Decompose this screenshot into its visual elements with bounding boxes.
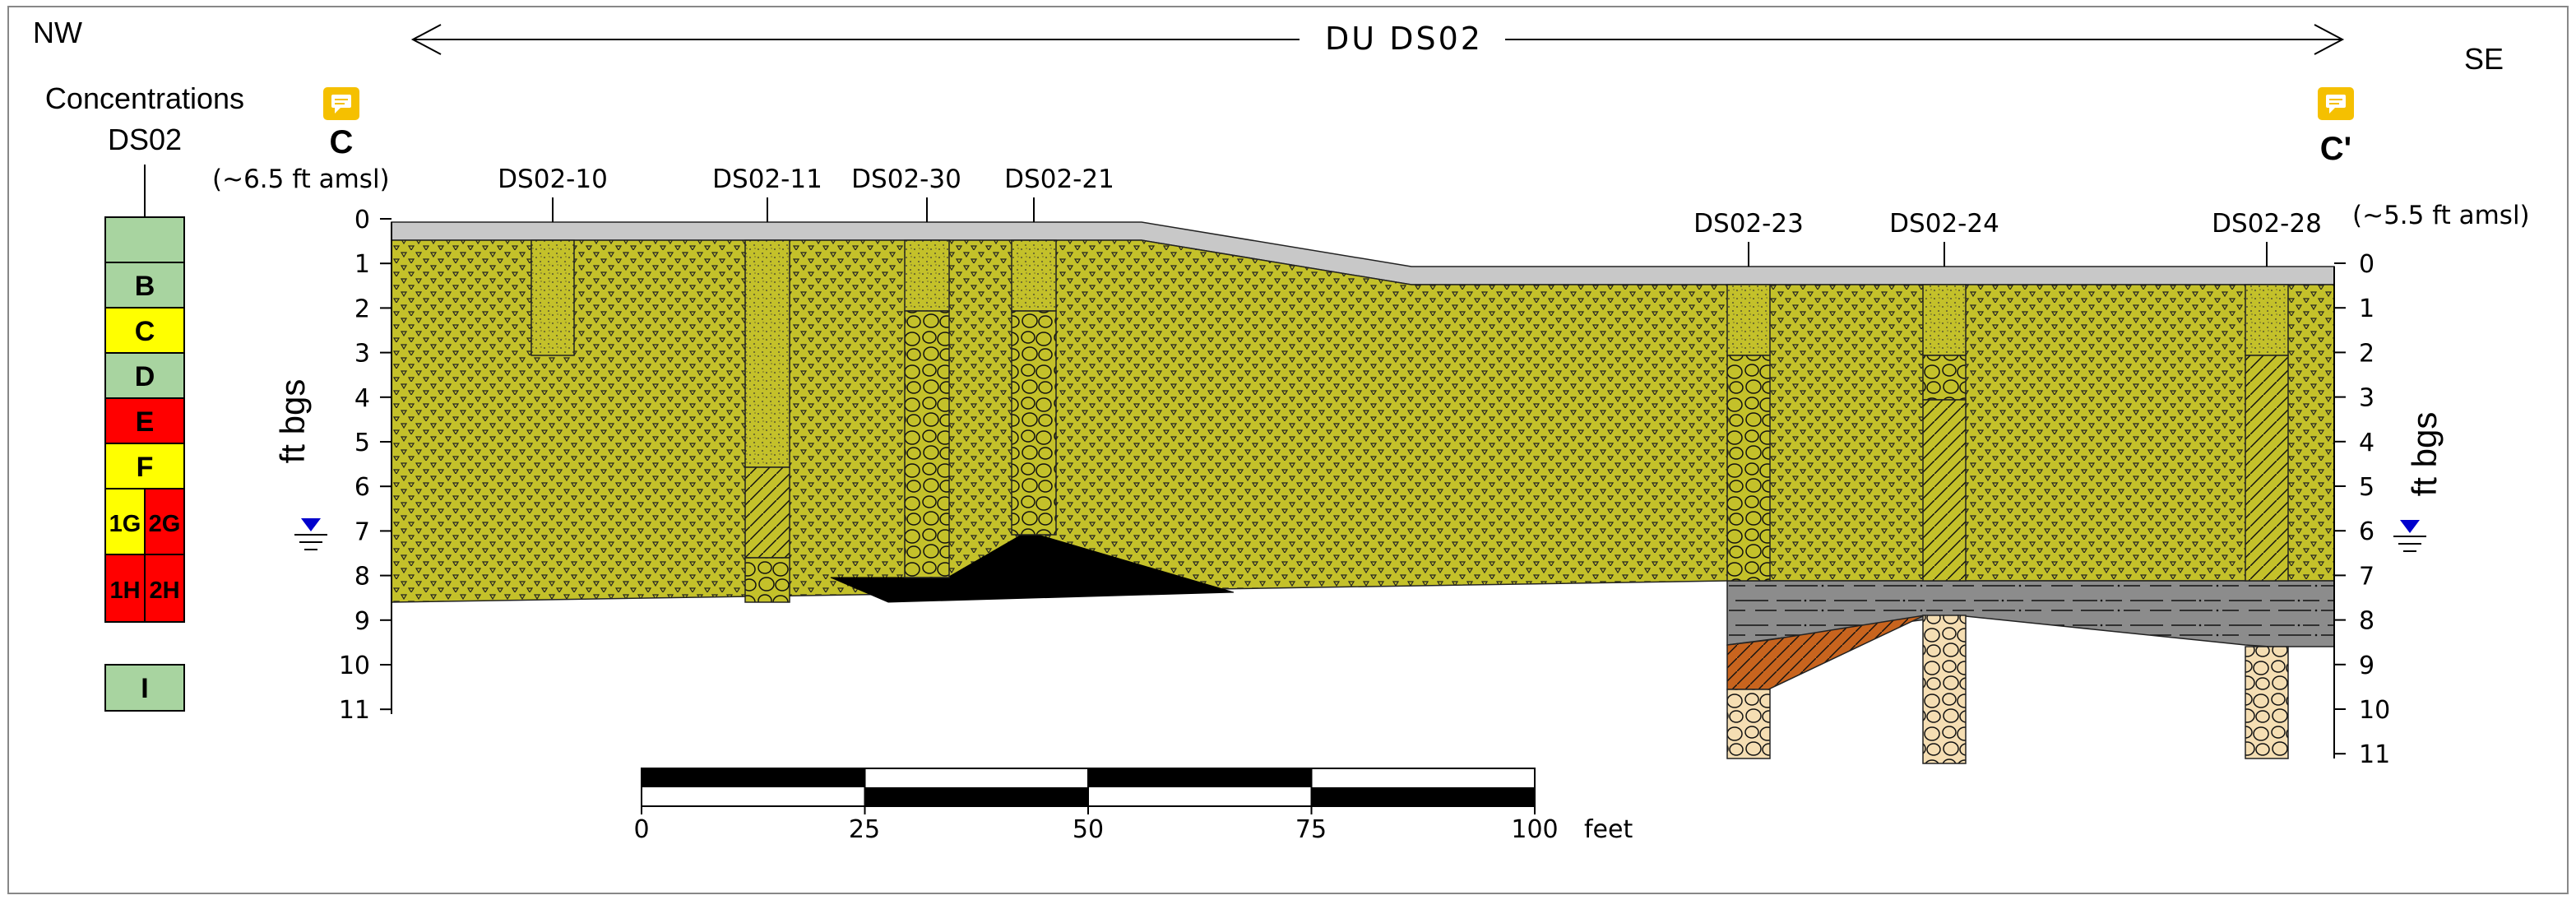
legend-label-f: F — [137, 452, 154, 483]
scale-label-25: 25 — [849, 815, 880, 844]
boring-ds02-24-column — [1922, 284, 1967, 764]
scale-label-100: 100 — [1511, 815, 1558, 844]
legend-swatch-2g — [144, 488, 185, 555]
orientation-right: SE — [2464, 42, 2504, 76]
brown-layer — [1726, 615, 1925, 690]
right-depth-axis-tick-label: 6 — [2359, 517, 2374, 546]
comment-icon[interactable] — [323, 87, 359, 120]
scale-label-75: 75 — [1295, 815, 1327, 844]
right-depth-axis-tick-label: 4 — [2359, 429, 2374, 457]
boring-ds02-10-column — [530, 239, 575, 356]
scale-label-0: 0 — [633, 815, 649, 844]
legend-label-e: E — [136, 406, 155, 438]
legend-label-2h: 2H — [149, 578, 179, 604]
left-depth-axis-tick-label: 8 — [354, 563, 370, 591]
boring-label-ds02-21: DS02-21 — [1004, 165, 1114, 194]
left-depth-axis-tick-label: 7 — [354, 517, 370, 546]
left-depth-axis: 0 1 2 3 4 5 6 7 8 9 10 11 — [339, 206, 392, 725]
left-depth-axis-tick-label: 0 — [354, 206, 370, 234]
legend-label-1g: 1G — [109, 511, 141, 537]
left-depth-axis-tick-label: 10 — [339, 652, 370, 680]
elevation-left: (~6.5 ft amsl) — [212, 165, 390, 194]
right-depth-axis-tick-label: 11 — [2359, 740, 2390, 769]
boring-label-ds02-11: DS02-11 — [712, 165, 822, 194]
legend-subtitle: DS02 — [108, 123, 182, 156]
right-depth-axis: 0 1 2 3 4 5 6 7 8 9 10 11 — [2333, 250, 2390, 769]
legend-swatch-a — [104, 216, 185, 263]
fill-layer — [391, 239, 2335, 603]
boring-label-ds02-24: DS02-24 — [1889, 209, 1999, 239]
left-depth-axis-tick-label: 9 — [354, 607, 370, 636]
elevation-right: (~5.5 ft amsl) — [2352, 201, 2530, 230]
boring-ds02-30-column — [904, 239, 950, 578]
water-table-icon — [2393, 520, 2426, 552]
right-depth-axis-tick-label: 0 — [2359, 250, 2374, 279]
boring-ds02-28-column — [2245, 284, 2289, 759]
legend-column: B C D E F 1G 2G 1H 2H I — [104, 216, 185, 712]
left-depth-axis-tick-label: 4 — [354, 384, 370, 413]
boring-label-ds02-28: DS02-28 — [2212, 209, 2322, 239]
boring-ds02-23-column — [1726, 284, 1771, 759]
left-axis-title: ft bgs — [273, 379, 312, 464]
right-axis-title: ft bgs — [2405, 412, 2444, 497]
section-start-label: C — [330, 124, 354, 160]
legend-swatch-f — [104, 443, 185, 489]
unit-extent-arrow — [410, 24, 2345, 55]
legend-swatch-d — [104, 352, 185, 399]
right-depth-axis-tick-label: 7 — [2359, 562, 2374, 591]
scale-label-50: 50 — [1073, 815, 1104, 844]
water-table-icon — [294, 518, 327, 550]
boring-label-ds02-30: DS02-30 — [851, 165, 961, 194]
right-depth-axis-tick-label: 9 — [2359, 652, 2374, 680]
orientation-left: NW — [33, 16, 82, 49]
legend-label-i: I — [141, 673, 148, 704]
right-depth-axis-tick-label: 2 — [2359, 339, 2374, 368]
right-depth-axis-tick-label: 1 — [2359, 295, 2374, 323]
figure-frame — [7, 6, 2569, 894]
scale-bar — [641, 768, 1536, 814]
unit-label: DU DS02 — [1325, 21, 1483, 57]
boring-ds02-11-column — [744, 239, 790, 603]
legend-label-d: D — [135, 361, 155, 392]
left-depth-axis-tick-label: 3 — [354, 340, 370, 369]
legend-swatch-b — [104, 262, 185, 309]
boring-ds02-21-column — [1011, 239, 1057, 536]
comment-icon[interactable] — [2318, 87, 2354, 120]
left-depth-axis-tick-label: 5 — [354, 429, 370, 457]
right-depth-axis-tick-label: 3 — [2359, 384, 2374, 413]
right-depth-axis-tick-label: 8 — [2359, 607, 2374, 636]
left-depth-axis-tick-label: 2 — [354, 295, 370, 323]
legend-swatch-c — [104, 307, 185, 354]
boring-label-ds02-10: DS02-10 — [498, 165, 608, 194]
legend-label-b: B — [135, 271, 155, 302]
section-end-label: C' — [2320, 131, 2351, 167]
right-depth-axis-tick-label: 10 — [2359, 696, 2390, 725]
legend-swatch-e — [104, 397, 185, 444]
left-depth-axis-tick-label: 1 — [354, 250, 370, 279]
legend-label-2g: 2G — [149, 511, 181, 537]
legend-title: Concentrations — [45, 81, 244, 115]
scale-unit: feet — [1584, 815, 1633, 844]
left-depth-axis-tick-label: 11 — [339, 696, 370, 725]
left-depth-axis-tick-label: 6 — [354, 473, 370, 502]
cross-section: DS02-10 DS02-11 DS02-30 DS02-21 DS02-23 … — [391, 165, 2335, 764]
legend-label-c: C — [135, 316, 155, 347]
legend-swatch-i — [104, 664, 185, 712]
legend-label-1h: 1H — [109, 578, 140, 604]
boring-label-ds02-23: DS02-23 — [1693, 209, 1804, 239]
right-depth-axis-tick-label: 5 — [2359, 473, 2374, 502]
legend-swatch-2h — [144, 554, 185, 623]
